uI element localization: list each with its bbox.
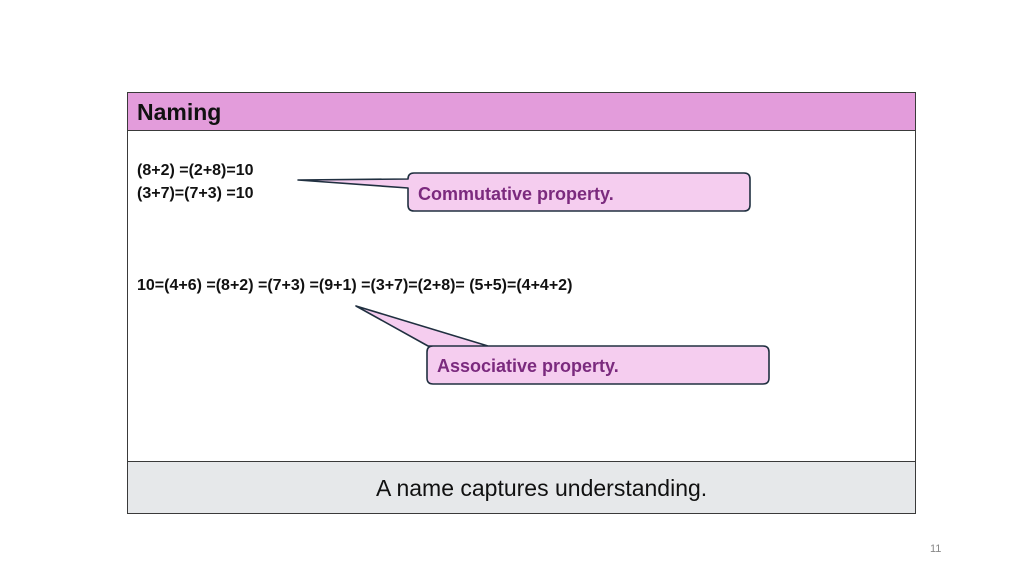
- equation-line-2: (3+7)=(7+3) =10: [137, 185, 254, 202]
- footer-caption: A name captures understanding.: [376, 475, 708, 501]
- equation-line-1: (8+2) =(2+8)=10: [137, 162, 254, 179]
- slide-frame: Naming (8+2) =(2+8)=10 (3+7)=(7+3) =10 1…: [127, 92, 916, 514]
- commutative-callout-label: Commutative property.: [418, 184, 614, 204]
- associative-callout-label: Associative property.: [437, 356, 619, 376]
- equation-line-3: 10=(4+6) =(8+2) =(7+3) =(9+1) =(3+7)=(2+…: [137, 277, 573, 294]
- slide-title: Naming: [137, 99, 222, 125]
- header-bar: Naming: [128, 93, 915, 131]
- footer-bar: A name captures understanding.: [128, 461, 915, 513]
- page-number: 11: [930, 543, 942, 555]
